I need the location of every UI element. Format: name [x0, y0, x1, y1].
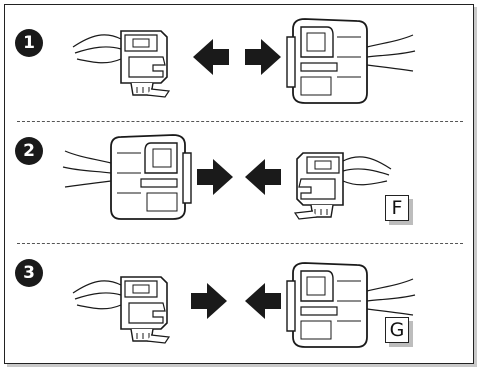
- connector-illustration: [62, 18, 416, 348]
- step3-arrow-right: [191, 283, 227, 319]
- label-f: F: [385, 195, 409, 221]
- step2-arrow-left: [245, 159, 281, 195]
- step3-arrow-left: [245, 283, 281, 319]
- label-g: G: [385, 317, 409, 343]
- section-divider-1: [17, 121, 463, 122]
- step2-housing-large: [62, 134, 192, 220]
- section-divider-2: [17, 243, 463, 244]
- step1-arrow-left: [193, 39, 229, 75]
- step3-plug-small: [72, 276, 170, 344]
- step-number-3: 3: [15, 259, 43, 287]
- step-number-1: 1: [15, 29, 43, 57]
- step1-plug-small: [72, 30, 170, 98]
- step1-housing-large: [286, 18, 416, 104]
- diagram-frame: 1 2 3: [4, 4, 474, 364]
- step-number-2: 2: [15, 137, 43, 165]
- step1-arrow-right: [245, 39, 281, 75]
- step2-plug-small: [294, 152, 392, 220]
- step2-arrow-right: [197, 159, 233, 195]
